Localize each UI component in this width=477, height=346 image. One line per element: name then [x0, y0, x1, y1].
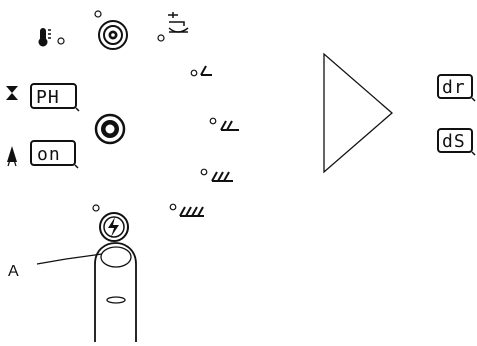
hourglass-icon	[6, 86, 18, 100]
lightning-icon	[108, 217, 119, 237]
triangle-arrow-icon	[324, 54, 392, 172]
ds-display-text: dS	[442, 131, 466, 152]
ds-display: dS	[438, 129, 475, 155]
program-knob-top[interactable]	[95, 11, 127, 49]
shower-icon	[7, 146, 17, 166]
finger	[95, 243, 136, 342]
faucet-icon	[158, 12, 188, 41]
ph-display: PH	[31, 84, 79, 111]
callout-line	[37, 254, 102, 264]
program-knob-middle[interactable]	[96, 115, 124, 143]
ph-display-text: PH	[36, 87, 60, 108]
callout-label-a: A	[8, 263, 19, 280]
power-button[interactable]	[93, 205, 128, 241]
level-4-icon	[170, 204, 204, 216]
level-1-icon	[191, 66, 212, 76]
thermometer-led	[58, 38, 64, 44]
level-3-icon	[201, 169, 233, 181]
on-display: on	[31, 141, 78, 168]
dr-display-text: dr	[442, 77, 466, 98]
on-display-text: on	[37, 144, 61, 165]
thermometer-icon	[39, 28, 52, 47]
level-2-icon	[210, 118, 239, 130]
dr-display: dr	[438, 75, 475, 101]
